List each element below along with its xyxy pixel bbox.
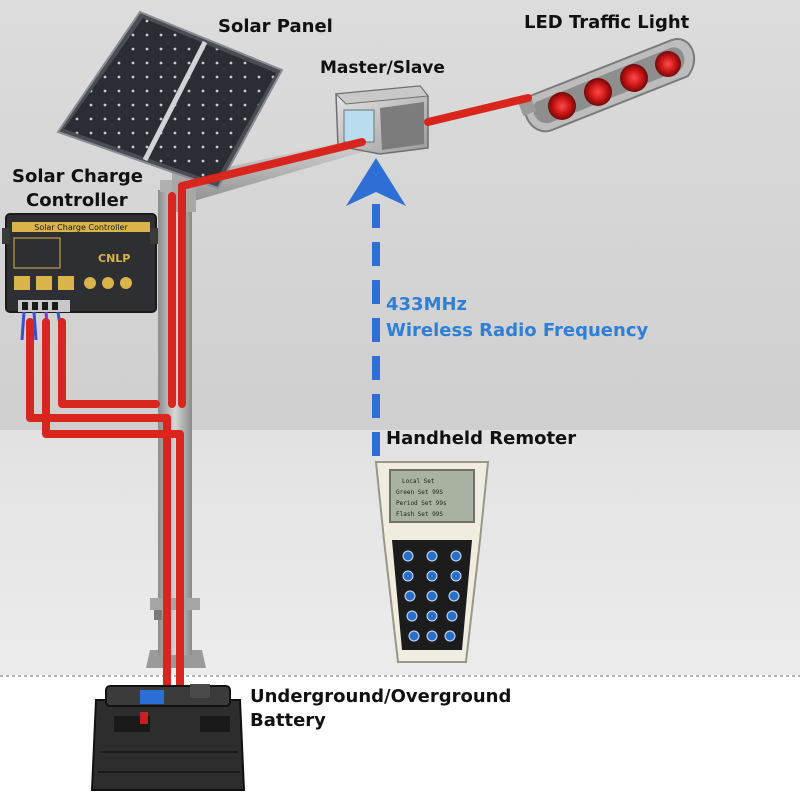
remote-screen-line-1: Local Set (402, 478, 435, 485)
lamp-2 (584, 78, 612, 106)
controller-load-icon (58, 276, 74, 290)
handheld-remote-device: Local Set Green Set 99S Period Set 99s F… (374, 461, 490, 663)
wire-controller-to-battery-2 (42, 318, 184, 694)
remote-screen (389, 469, 475, 523)
label-charge-controller-line1: Solar Charge (12, 166, 143, 187)
label-battery-line2: Battery (250, 710, 326, 731)
battery-box (90, 684, 246, 791)
label-handheld-remoter: Handheld Remoter (386, 428, 577, 449)
controller-indicator-2 (102, 277, 114, 289)
label-led-traffic-light: LED Traffic Light (524, 12, 690, 33)
lamp-4 (655, 51, 681, 77)
label-charge-controller-line2: Controller (26, 190, 128, 211)
wire-arm-to-master (178, 138, 366, 190)
red-wiring (26, 94, 532, 694)
controller-brand: CNLP (98, 252, 130, 265)
lamp-3 (620, 64, 648, 92)
wire-master-to-light (424, 94, 532, 126)
wire-controller-to-battery (26, 318, 171, 694)
label-master-slave: Master/Slave (320, 58, 445, 78)
signal-arrow-head (346, 158, 406, 206)
lamp-1 (548, 92, 576, 120)
controller-indicator-1 (84, 277, 96, 289)
controller-indicator-3 (120, 277, 132, 289)
controller-battery-icon (36, 276, 52, 290)
led-traffic-light (517, 38, 696, 133)
label-433mhz: 433MHz (386, 294, 468, 315)
battery-terminal-red (140, 712, 148, 724)
remote-screen-line-4: Flash Set 99S (396, 511, 443, 518)
solar-charge-controller: Solar Charge Controller CNLP (2, 213, 158, 313)
remote-screen-line-2: Green Set 99S (396, 489, 443, 496)
label-solar-panel: Solar Panel (218, 16, 333, 37)
remote-screen-line-3: Period Set 99s (396, 500, 447, 507)
controller-face-title: Solar Charge Controller (34, 223, 128, 232)
label-battery-line1: Underground/Overground (250, 686, 512, 707)
controller-solar-icon (14, 276, 30, 290)
solar-panel (56, 10, 284, 190)
battery-terminal-blue (140, 690, 164, 704)
label-wireless-radio-frequency: Wireless Radio Frequency (386, 320, 649, 341)
wireless-signal-arrow (346, 158, 406, 456)
wire-controller-to-pole (58, 318, 160, 408)
